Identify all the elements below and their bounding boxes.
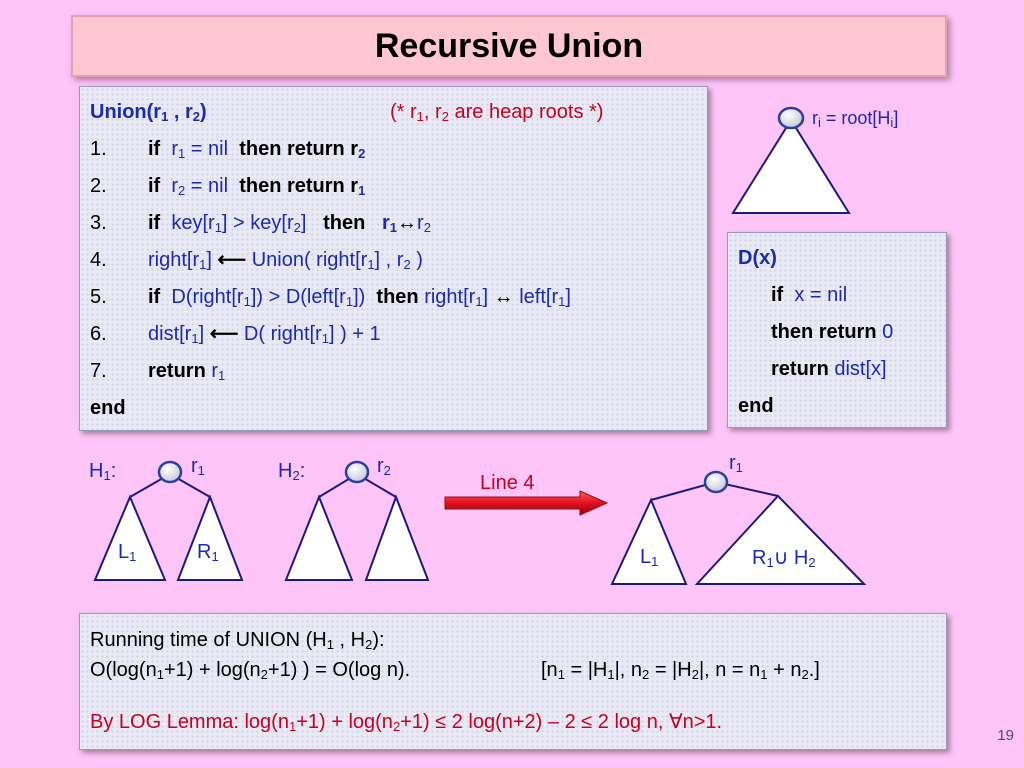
- d-function-panel: D(x) if x = nil then return 0 return dis…: [727, 232, 947, 428]
- log-lemma-line: By LOG Lemma: log(n1+1) + log(n2+1) ≤ 2 …: [90, 711, 723, 734]
- h1-root-node: [157, 460, 183, 484]
- code-line-4: 4.right[r1] ⟵ Union( right[r1] , r2 ): [90, 249, 423, 272]
- d-line-1: if x = nil: [771, 284, 848, 306]
- slide-number: 19: [997, 727, 1014, 744]
- d-line-3: return dist[x]: [771, 358, 887, 380]
- running-time-line-2: O(log(n1+1) + log(n2+1) ) = O(log n). [n…: [90, 656, 946, 686]
- result-root-node: [703, 470, 729, 494]
- union-header: Union(r1 , r2) (* r1, r2 are heap roots …: [90, 97, 707, 134]
- h1-root-label: r1: [191, 455, 205, 478]
- size-definitions: [n1 = |H1|, n2 = |H2|, n = n1 + n2.]: [541, 659, 820, 682]
- code-line-1: 1.if r1 = nil then return r2: [90, 138, 366, 161]
- result-left-subtree: [610, 497, 688, 585]
- union-code-panel: Union(r1 , r2) (* r1, r2 are heap roots …: [79, 86, 708, 431]
- root-heap-triangle: [731, 118, 851, 214]
- root-heap-label: ri = root[Hi]: [812, 108, 899, 130]
- code-line-2: 2.if r2 = nil then return r1: [90, 175, 366, 198]
- result-right-subtree: [694, 494, 867, 585]
- h2-root-label: r2: [377, 455, 391, 478]
- r1-subtree-label: R1: [197, 541, 219, 564]
- h1-label: H1:: [89, 460, 117, 483]
- h1-left-subtree: [93, 494, 167, 581]
- h2-right-subtree: [364, 494, 430, 581]
- line4-arrow: [444, 490, 609, 516]
- h2-left-subtree: [284, 494, 354, 581]
- result-l1-label: L1: [640, 546, 659, 569]
- h1-right-subtree: [176, 494, 244, 581]
- code-line-5: 5.if D(right[r1]) > D(left[r1]) then rig…: [90, 286, 571, 309]
- heap-roots-comment: (* r1, r2 are heap roots *): [390, 101, 604, 124]
- r1-union-h2-label: R1∪ H2: [752, 547, 816, 570]
- l1-label: L1: [118, 541, 137, 564]
- running-time-panel: Running time of UNION (H1 , H2): O(log(n…: [79, 613, 947, 750]
- d-line-2: then return 0: [771, 321, 894, 343]
- running-time-line-1: Running time of UNION (H1 , H2):: [90, 629, 385, 652]
- code-line-7: 7.return r1: [90, 360, 226, 383]
- slide-title: Recursive Union: [71, 15, 947, 77]
- h2-label: H2:: [278, 460, 306, 483]
- line4-arrow-label: Line 4: [480, 472, 535, 494]
- result-root-label: r1: [729, 452, 743, 475]
- code-line-3: 3.if key[r1] > key[r2] then r1↔r2: [90, 212, 431, 235]
- root-heap-node: [777, 106, 805, 130]
- d-end: end: [738, 395, 774, 417]
- code-end: end: [90, 397, 126, 419]
- code-line-6: 6.dist[r1] ⟵ D( right[r1] ) + 1: [90, 323, 381, 346]
- d-header: D(x): [738, 247, 777, 269]
- h2-root-node: [344, 460, 370, 484]
